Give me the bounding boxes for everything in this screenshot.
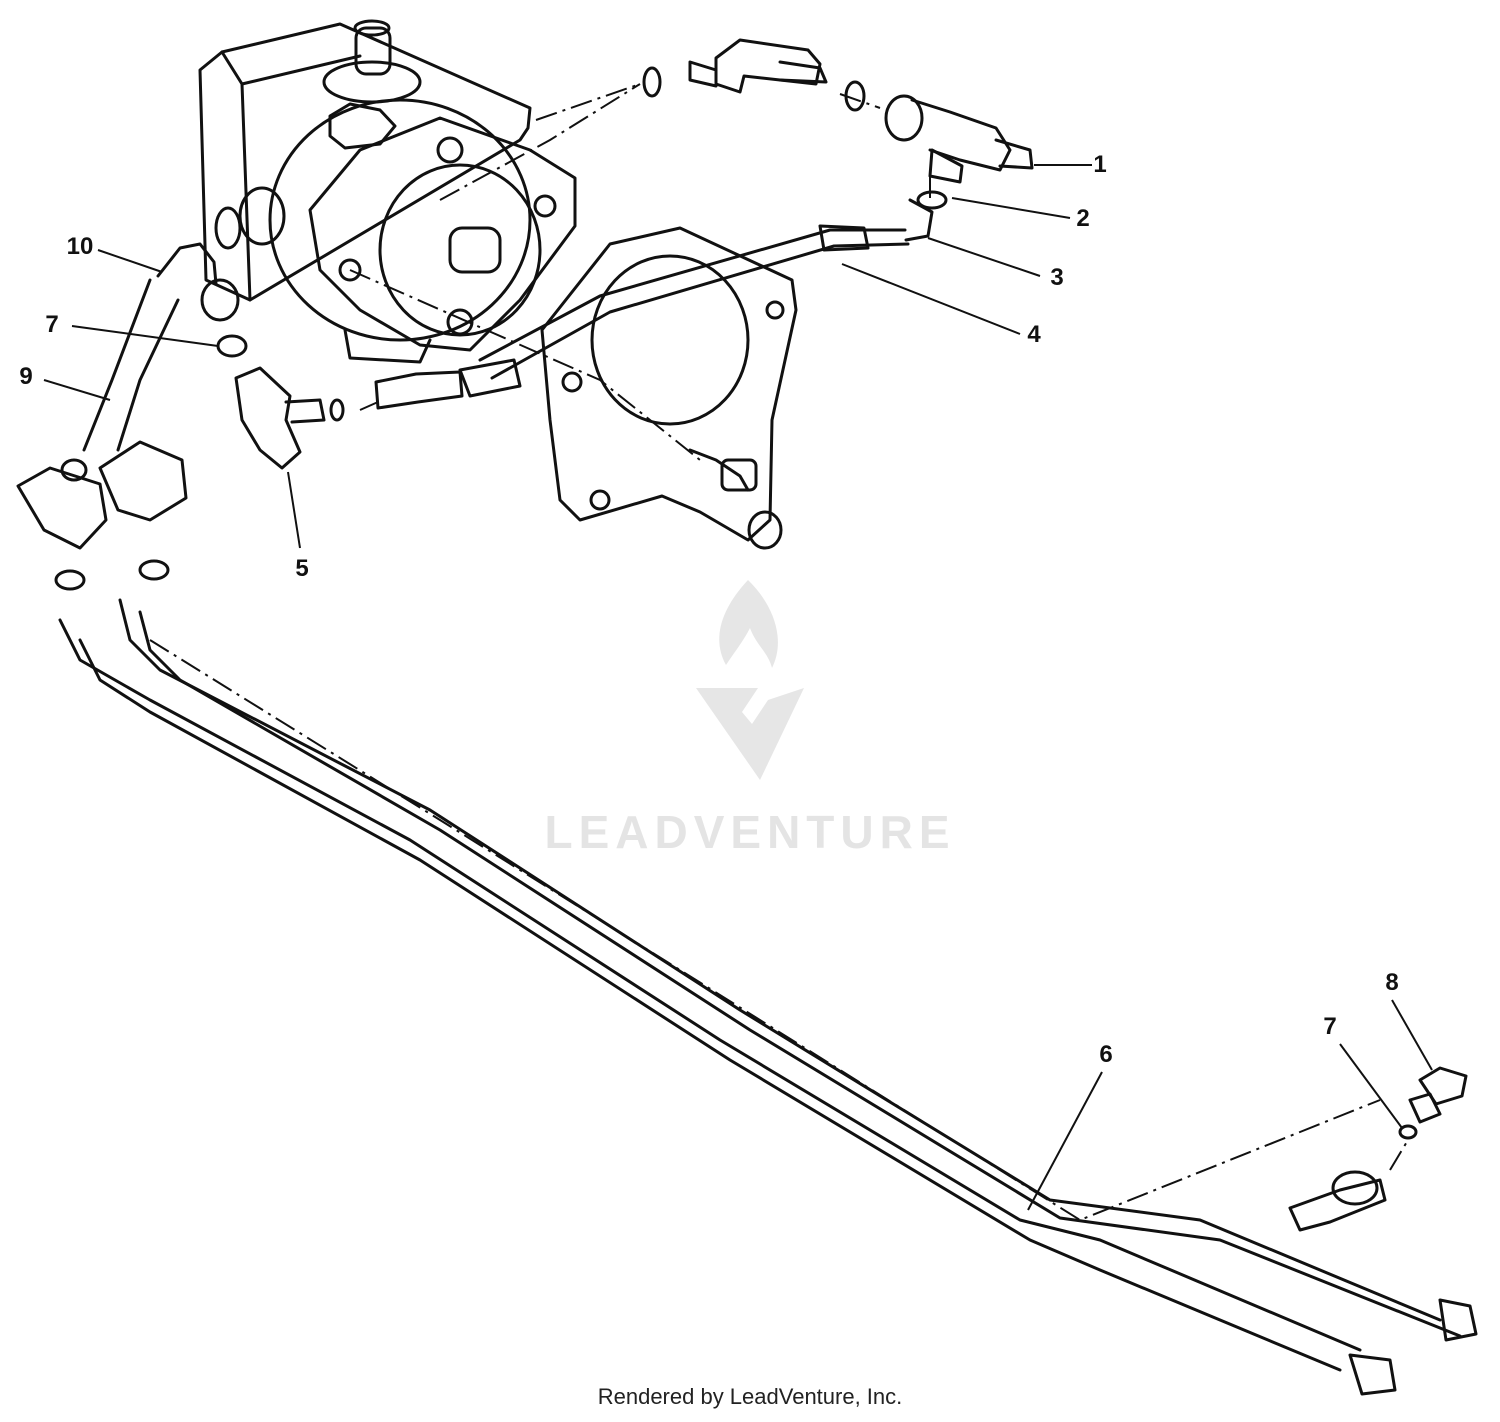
callout-leaders: [43, 164, 1433, 1211]
callout-7-upper: 7: [45, 311, 58, 338]
callout-1: 1: [1093, 151, 1106, 178]
render-credit: Rendered by LeadVenture, Inc.: [597, 1384, 903, 1409]
callout-10: 10: [67, 233, 94, 260]
watermark-text: LEADVENTURE: [544, 806, 955, 858]
leadventure-watermark: LEADVENTURE: [544, 580, 955, 858]
callout-6: 6: [1099, 1041, 1112, 1068]
upper-hose: [374, 224, 910, 410]
elbow-and-hose: [16, 242, 248, 591]
callout-5: 5: [295, 555, 308, 582]
tee-fitting: [234, 366, 345, 470]
callout-8: 8: [1385, 969, 1398, 996]
callout-4: 4: [1027, 321, 1041, 348]
end-fitting: [1398, 1066, 1468, 1140]
callout-numbers: 1 2 3 4 5 6 7 7 8 9 10: [19, 151, 1398, 1068]
callout-7-lower: 7: [1323, 1013, 1336, 1040]
callout-9: 9: [19, 363, 32, 390]
mounting-bracket: [540, 226, 798, 550]
assembly-centerlines: [149, 83, 1409, 1222]
upper-fitting-assembly: [642, 38, 1034, 242]
callout-3: 3: [1050, 264, 1063, 291]
callout-2: 2: [1076, 205, 1089, 232]
hydraulic-pump: [198, 19, 577, 364]
